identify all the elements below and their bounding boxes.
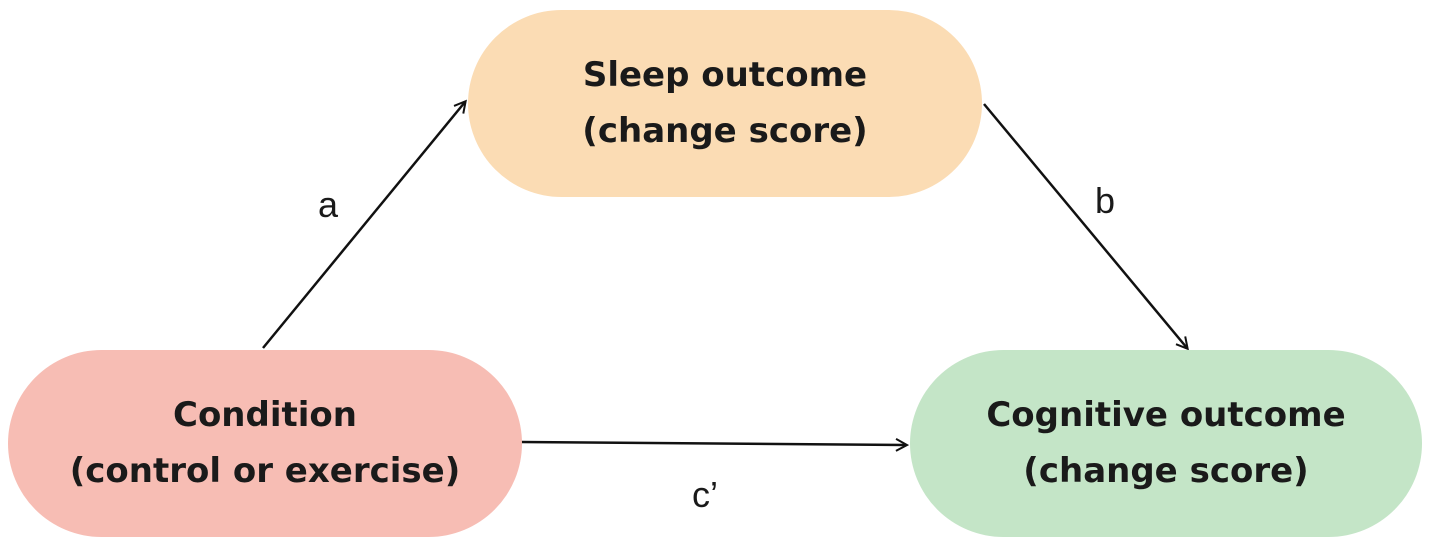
sleep-outcome-subtitle: (change score) xyxy=(582,110,868,151)
cognitive-outcome-subtitle: (change score) xyxy=(1023,450,1309,491)
sleep-outcome-title: Sleep outcome xyxy=(582,55,868,96)
arrow-c-prime xyxy=(520,442,906,445)
condition-subtitle: (control or exercise) xyxy=(69,450,461,491)
sleep-outcome-node: Sleep outcome (change score) xyxy=(468,10,982,197)
condition-node: Condition (control or exercise) xyxy=(8,350,522,537)
cognitive-outcome-title: Cognitive outcome xyxy=(986,395,1346,436)
arrow-a xyxy=(262,102,465,349)
condition-title: Condition xyxy=(173,395,357,436)
path-label-a: a xyxy=(318,184,339,225)
path-label-b: b xyxy=(1095,180,1116,221)
cognitive-outcome-node: Cognitive outcome (change score) xyxy=(910,350,1422,537)
path-label-c-prime: c’ xyxy=(692,474,718,515)
arrow-b xyxy=(983,103,1187,348)
